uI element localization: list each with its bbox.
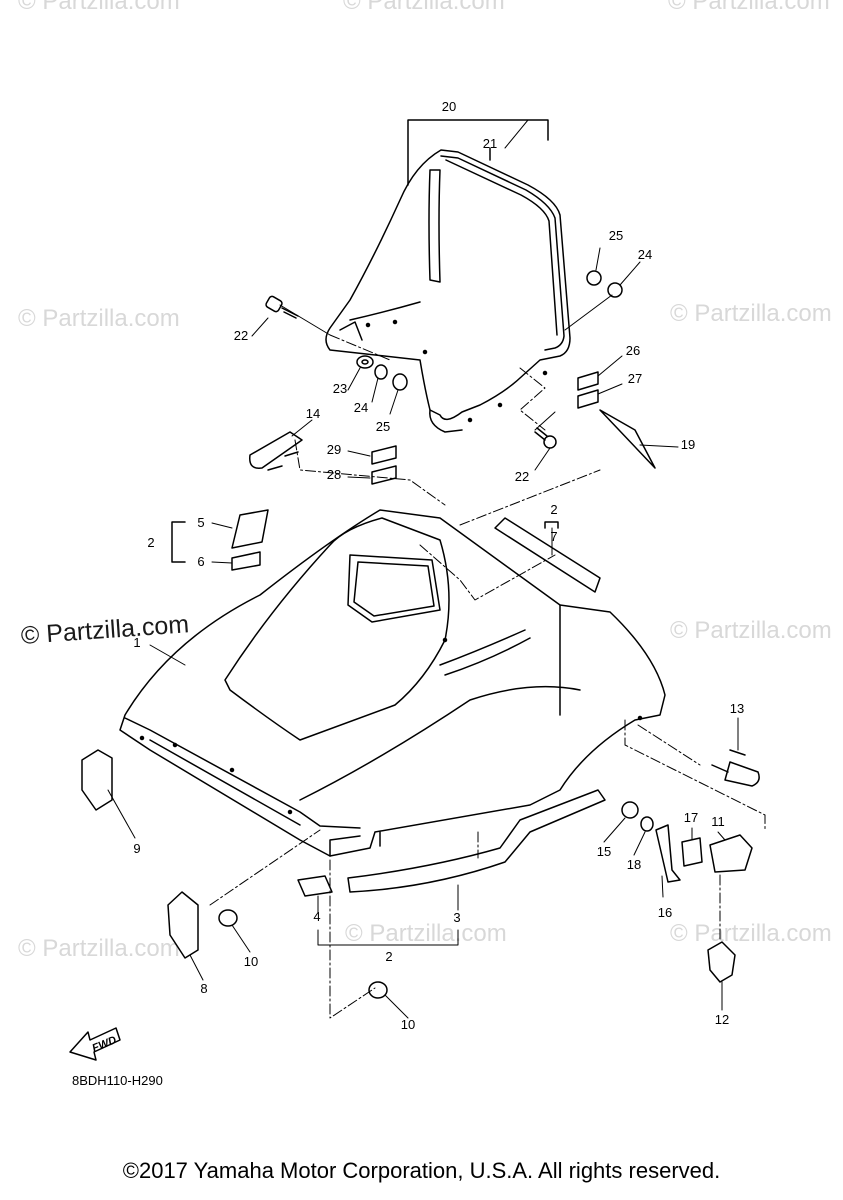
bracket-20 xyxy=(407,119,549,186)
fwd-arrow-icon xyxy=(69,1027,121,1061)
callout-13: 13 xyxy=(729,701,745,716)
callout-9: 9 xyxy=(133,841,141,856)
callout-25: 25 xyxy=(608,228,624,243)
watermark: © Partzilla.com xyxy=(343,0,505,15)
callout-28: 28 xyxy=(326,467,342,482)
callout-10: 10 xyxy=(400,1017,416,1032)
callout-20: 20 xyxy=(441,99,457,114)
callout-22: 22 xyxy=(514,469,530,484)
watermark: © Partzilla.com xyxy=(670,920,832,947)
callout-8: 8 xyxy=(200,981,208,996)
watermark: © Partzilla.com xyxy=(670,300,832,327)
screw-22-lower xyxy=(534,427,557,449)
callout-19: 19 xyxy=(680,437,696,452)
hood xyxy=(119,509,666,857)
callout-10: 10 xyxy=(243,954,259,969)
screw-22-upper xyxy=(265,295,299,319)
callout-14: 14 xyxy=(305,406,321,421)
callout-16: 16 xyxy=(657,905,673,920)
windshield xyxy=(325,149,571,433)
callout-23: 23 xyxy=(332,381,348,396)
callout-27: 27 xyxy=(627,371,643,386)
callout-7: 7 xyxy=(550,529,558,544)
callout-4: 4 xyxy=(313,909,321,924)
watermark: © Partzilla.com xyxy=(668,0,830,15)
watermark: © Partzilla.com xyxy=(18,305,180,332)
callout-24: 24 xyxy=(637,247,653,262)
callout-2: 2 xyxy=(147,535,155,550)
callout-15: 15 xyxy=(596,844,612,859)
callout-22: 22 xyxy=(233,328,249,343)
callout-2: 2 xyxy=(385,949,393,964)
callout-21: 21 xyxy=(482,136,498,151)
callout-5: 5 xyxy=(197,515,205,530)
callout-11: 11 xyxy=(711,814,725,829)
watermark: © Partzilla.com xyxy=(670,617,832,644)
diagram-code: 8BDH110-H290 xyxy=(72,1073,163,1088)
callout-3: 3 xyxy=(453,910,461,925)
watermark: © Partzilla.com xyxy=(345,920,507,947)
callout-29: 29 xyxy=(326,442,342,457)
watermark: © Partzilla.com xyxy=(18,0,180,15)
callout-12: 12 xyxy=(714,1012,730,1027)
callout-18: 18 xyxy=(626,857,642,872)
callout-2: 2 xyxy=(550,502,558,517)
copyright-notice: ©2017 Yamaha Motor Corporation, U.S.A. A… xyxy=(122,1158,721,1183)
callout-25: 25 xyxy=(375,419,391,434)
callout-26: 26 xyxy=(625,343,641,358)
callout-6: 6 xyxy=(197,554,205,569)
callout-1: 1 xyxy=(133,635,141,650)
callout-17: 17 xyxy=(683,810,699,825)
callout-24: 24 xyxy=(353,400,369,415)
watermark: © Partzilla.com xyxy=(18,935,180,962)
